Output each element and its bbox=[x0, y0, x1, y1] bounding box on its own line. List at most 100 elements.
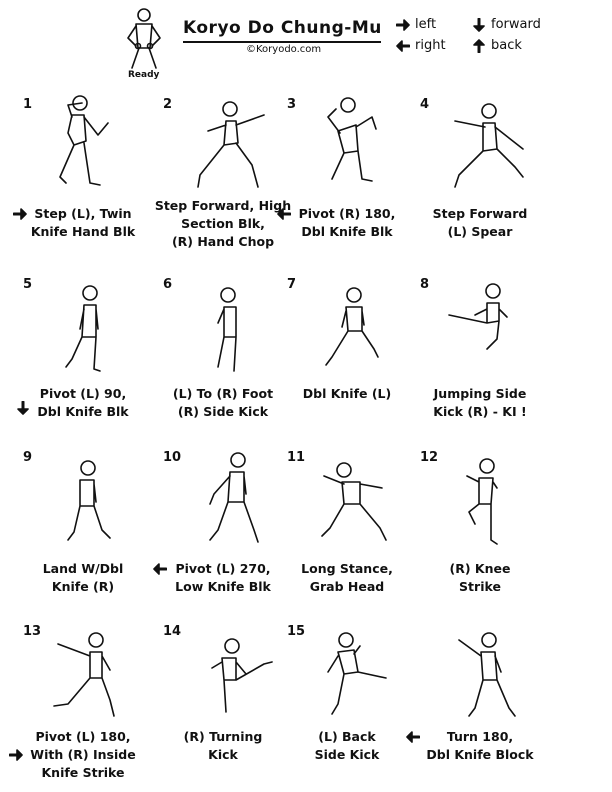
move-caption-line: Step (L), Twin bbox=[34, 206, 132, 221]
move-figure bbox=[197, 101, 265, 188]
legend-forward: forward bbox=[472, 17, 541, 32]
arrow-left-icon bbox=[406, 731, 420, 743]
move-caption-line: Land W/Dbl bbox=[42, 561, 124, 576]
arrow-right-icon bbox=[396, 18, 410, 31]
move-figure bbox=[448, 283, 508, 350]
legend-forward-label: forward bbox=[491, 17, 541, 32]
move-caption-line: Section Blk, bbox=[181, 216, 265, 231]
move-caption: Step Forward (L) Spear bbox=[405, 205, 555, 241]
move-caption-line: (L) To (R) Foot bbox=[172, 386, 274, 401]
move-number: 4 bbox=[420, 97, 430, 112]
move-caption-line: Pivot (R) 180, bbox=[298, 206, 396, 221]
move-number: 2 bbox=[163, 97, 173, 112]
arrow-left-icon bbox=[152, 563, 167, 575]
move-number: 14 bbox=[163, 624, 182, 639]
legend-left: left bbox=[396, 17, 436, 32]
move-number: 11 bbox=[287, 450, 306, 465]
move-figure bbox=[458, 632, 516, 717]
move-number: 7 bbox=[287, 277, 297, 292]
move-caption-line: Long Stance, bbox=[301, 561, 393, 576]
move-caption-line: Kick (R) - KI ! bbox=[433, 404, 527, 419]
move-caption-line: (R) Side Kick bbox=[177, 404, 269, 419]
move-figure bbox=[65, 285, 101, 372]
move-caption-line: Kick bbox=[208, 747, 238, 762]
move-number: 15 bbox=[287, 624, 306, 639]
move-number: 3 bbox=[287, 97, 297, 112]
move-caption-line: Grab Head bbox=[309, 579, 385, 594]
move-caption: Pivot (L) 90, Dbl Knife Blk bbox=[8, 385, 158, 421]
move-caption: Pivot (L) 270, Low Knife Blk bbox=[148, 560, 298, 596]
move-caption-line: (L) Back bbox=[318, 729, 376, 744]
move-number: 8 bbox=[420, 277, 430, 292]
copyright: ©Koryodo.com bbox=[246, 44, 322, 55]
title-underline bbox=[183, 41, 381, 43]
move-caption-line: (R) Knee bbox=[449, 561, 511, 576]
move-number: 9 bbox=[23, 450, 33, 465]
arrow-left-icon bbox=[276, 208, 291, 220]
move-caption-line: Dbl Knife (L) bbox=[302, 386, 392, 401]
move-caption-line: Step Forward bbox=[432, 206, 528, 221]
arrow-down-icon bbox=[473, 17, 485, 32]
move-figure bbox=[211, 638, 273, 713]
move-caption-line: Knife Strike bbox=[41, 765, 125, 780]
move-caption-line: Turn 180, bbox=[446, 729, 514, 744]
move-number: 10 bbox=[163, 450, 182, 465]
move-figure bbox=[327, 632, 387, 715]
move-number: 12 bbox=[420, 450, 439, 465]
move-figure bbox=[325, 287, 379, 366]
move-figure bbox=[67, 460, 111, 541]
move-caption-line: Pivot (L) 90, bbox=[39, 386, 127, 401]
move-caption: Dbl Knife (L) bbox=[272, 385, 422, 403]
move-caption-line: Knife (R) bbox=[51, 579, 115, 594]
move-caption-line: Strike bbox=[459, 579, 501, 594]
move-caption-line: Low Knife Blk bbox=[175, 579, 271, 594]
move-caption: Long Stance, Grab Head bbox=[272, 560, 422, 596]
move-caption-line: Pivot (L) 270, bbox=[175, 561, 271, 576]
legend-left-label: left bbox=[415, 17, 437, 32]
arrow-left-icon bbox=[396, 39, 410, 52]
move-number: 5 bbox=[23, 277, 33, 292]
legend-right: right bbox=[396, 38, 446, 53]
move-figure bbox=[466, 458, 498, 545]
move-figure bbox=[321, 462, 387, 541]
move-caption-line: Jumping Side bbox=[433, 386, 527, 401]
move-caption: Turn 180, Dbl Knife Block bbox=[405, 728, 555, 764]
move-caption-line: (L) Spear bbox=[447, 224, 513, 239]
move-caption-line: With (R) Inside bbox=[30, 747, 136, 762]
legend-back-label: back bbox=[491, 38, 522, 53]
move-number: 6 bbox=[163, 277, 173, 292]
arrow-down-icon bbox=[17, 401, 29, 415]
move-figure bbox=[454, 103, 524, 188]
move-caption-line: Step Forward, High bbox=[154, 198, 292, 213]
move-caption-line: Dbl Knife Blk bbox=[301, 224, 393, 239]
legend-back: back bbox=[472, 38, 522, 53]
move-figure bbox=[53, 632, 115, 717]
move-caption-line: (R) Hand Chop bbox=[171, 234, 275, 249]
move-figure bbox=[327, 97, 377, 182]
move-caption-line: Dbl Knife Block bbox=[426, 747, 534, 762]
ready-stance-figure bbox=[127, 8, 161, 69]
move-caption-line: Dbl Knife Blk bbox=[37, 404, 129, 419]
move-caption-line: Knife Hand Blk bbox=[30, 224, 136, 239]
move-caption-line: Side Kick bbox=[314, 747, 380, 762]
move-figure bbox=[217, 287, 237, 372]
arrow-right-icon bbox=[12, 208, 27, 220]
arrow-up-icon bbox=[473, 38, 485, 53]
page-title: Koryo Do Chung-Mu bbox=[183, 18, 382, 38]
arrow-right-icon bbox=[9, 749, 23, 761]
legend-right-label: right bbox=[415, 38, 446, 53]
move-caption-line: Pivot (L) 180, bbox=[35, 729, 131, 744]
move-caption-line: (R) Turning bbox=[183, 729, 263, 744]
move-number: 13 bbox=[23, 624, 42, 639]
move-figure bbox=[59, 95, 109, 186]
move-number: 1 bbox=[23, 97, 33, 112]
move-caption: Pivot (R) 180, Dbl Knife Blk bbox=[272, 205, 422, 241]
